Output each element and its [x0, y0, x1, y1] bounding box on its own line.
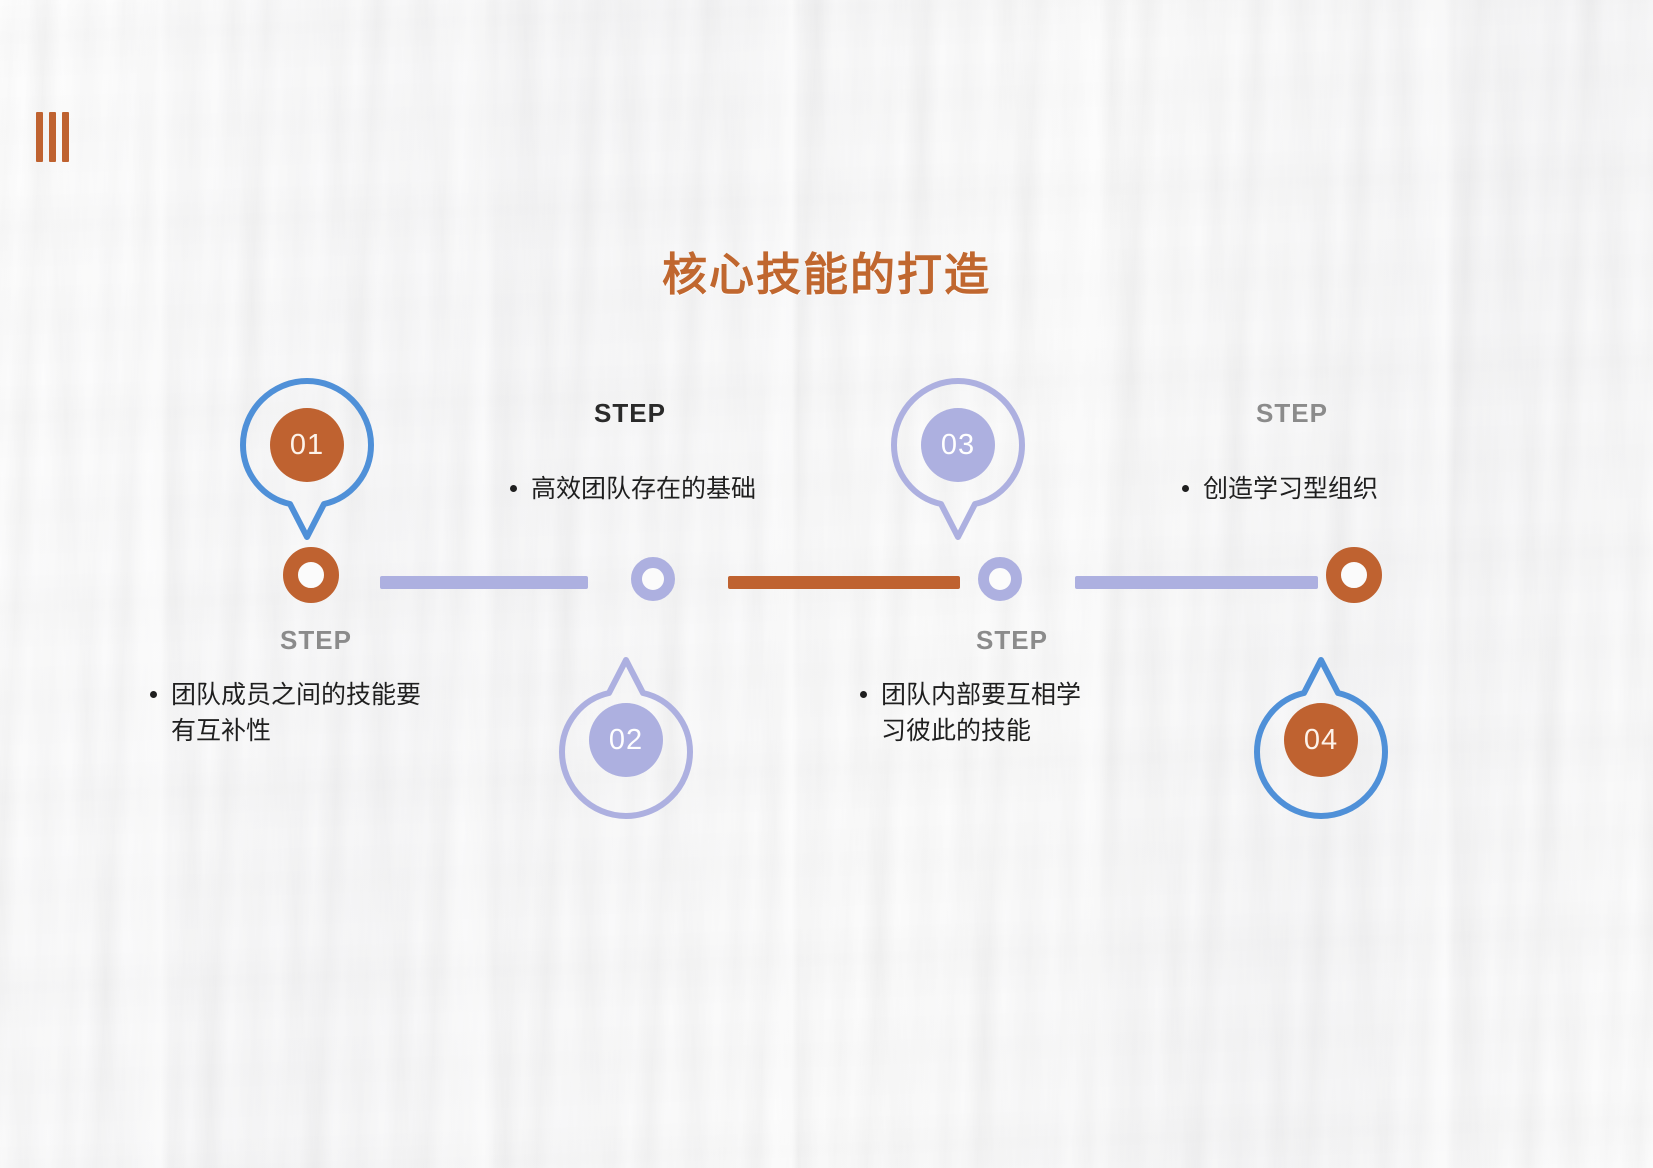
- speech-bubble-outline-icon: [240, 378, 374, 540]
- step-label-01: STEP: [280, 625, 352, 655]
- step-number-03: 03: [921, 408, 995, 482]
- speech-bubble-outline-icon: [559, 657, 693, 819]
- corner-bars-decoration: [36, 112, 69, 162]
- paper-crease: [430, 0, 550, 1168]
- bullet-dot-icon: [860, 691, 867, 698]
- step-badge-01[interactable]: 01: [239, 377, 375, 540]
- corner-bar-3: [62, 112, 69, 162]
- bullet-dot-icon: [150, 691, 157, 698]
- step-text-04: 创造学习型组织: [1182, 472, 1522, 508]
- step-label-02: STEP: [594, 398, 666, 428]
- timeline-node-03: [978, 557, 1022, 601]
- paper-crease: [120, 0, 210, 1168]
- step-number-04: 04: [1284, 703, 1358, 777]
- paper-crease: [1040, 0, 1170, 1168]
- bullet-dot-icon: [1182, 485, 1189, 492]
- timeline-node-04: [1326, 547, 1382, 603]
- step-number-02: 02: [589, 703, 663, 777]
- bullet-dot-icon: [510, 485, 517, 492]
- connector-03-04: [1075, 576, 1318, 589]
- step-label-03: STEP: [976, 625, 1048, 655]
- timeline-node-01: [283, 547, 339, 603]
- step-text-03-content: 团队内部要互相学 习彼此的技能: [881, 681, 1082, 745]
- connector-01-02: [380, 576, 588, 589]
- speech-bubble-outline-icon: [891, 378, 1025, 540]
- step-text-01-content: 团队成员之间的技能要 有互补性: [171, 681, 422, 745]
- step-label-04: STEP: [1256, 398, 1328, 428]
- speech-bubble-outline-icon: [1254, 657, 1388, 819]
- step-badge-03[interactable]: 03: [890, 377, 1026, 540]
- step-text-01: 团队成员之间的技能要 有互补性: [150, 678, 490, 749]
- step-text-03: 团队内部要互相学 习彼此的技能: [860, 678, 1190, 749]
- step-text-02-content: 高效团队存在的基础: [531, 475, 757, 503]
- paper-crease: [1400, 0, 1500, 1168]
- timeline-node-02: [631, 557, 675, 601]
- step-badge-04[interactable]: 04: [1253, 654, 1389, 819]
- paper-crease: [760, 0, 830, 1168]
- page-title: 核心技能的打造: [661, 249, 991, 300]
- corner-bar-2: [49, 112, 56, 162]
- step-text-04-content: 创造学习型组织: [1203, 475, 1379, 503]
- corner-bar-1: [36, 112, 43, 162]
- connector-02-03: [728, 576, 960, 589]
- step-text-02: 高效团队存在的基础: [510, 472, 870, 508]
- step-badge-02[interactable]: 02: [558, 654, 694, 819]
- step-number-01: 01: [270, 408, 344, 482]
